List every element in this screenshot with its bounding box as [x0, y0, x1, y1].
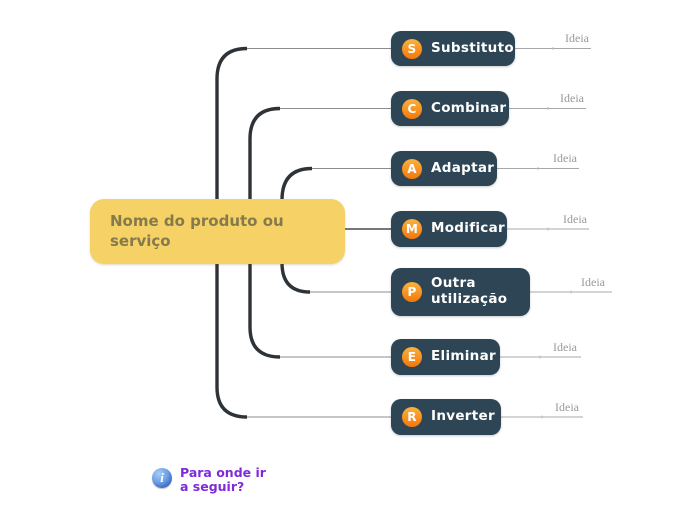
info-icon[interactable]: i	[152, 468, 172, 488]
idea-placeholder-substituto[interactable]: Ideia	[565, 31, 589, 45]
central-node[interactable]: Nome do produto ou serviço	[90, 199, 345, 264]
node-outra-utilizacao[interactable]: P Outra utilização	[391, 268, 530, 316]
badge-a-icon: A	[402, 158, 422, 179]
node-label: Eliminar	[431, 348, 496, 365]
connector-trunk-outra	[280, 262, 311, 294]
node-label: Combinar	[431, 99, 507, 116]
connector-trunk-eliminar	[248, 263, 281, 359]
node-inverter[interactable]: R Inverter	[391, 399, 501, 435]
connector-trunk-adaptar	[280, 166, 313, 201]
node-label: Inverter	[431, 408, 495, 425]
node-eliminar[interactable]: E Eliminar	[391, 339, 500, 375]
idea-placeholder-eliminar[interactable]: Ideia	[553, 339, 577, 354]
idea-placeholder-adaptar[interactable]: Ideia	[553, 151, 577, 165]
node-label: Modificar	[431, 220, 505, 237]
idea-placeholder-modificar[interactable]: Ideia	[563, 211, 587, 226]
badge-r-icon: R	[402, 407, 422, 427]
node-label: Adaptar	[431, 159, 495, 176]
idea-placeholder-combinar[interactable]: Ideia	[560, 91, 584, 105]
badge-p-icon: P	[402, 282, 422, 302]
badge-m-icon: M	[402, 219, 422, 239]
badge-c-icon: C	[402, 98, 422, 119]
node-label: Substituto	[431, 39, 514, 56]
connector-trunk-inverter	[215, 263, 248, 419]
node-substituto[interactable]: S Substituto	[391, 31, 515, 66]
node-modificar[interactable]: M Modificar	[391, 211, 507, 247]
node-combinar[interactable]: C Combinar	[391, 91, 509, 126]
central-node-label: Nome do produto ou serviço	[110, 212, 284, 250]
badge-s-icon: S	[402, 38, 422, 59]
idea-placeholder-outra[interactable]: Ideia	[581, 274, 605, 289]
connector-trunk-substituto	[215, 46, 248, 200]
node-adaptar[interactable]: A Adaptar	[391, 151, 497, 186]
footnote: i Para onde ir a seguir?	[152, 466, 266, 494]
connector-trunk-combinar	[248, 106, 281, 200]
footnote-link[interactable]: Para onde ir a seguir?	[180, 465, 266, 494]
badge-e-icon: E	[402, 347, 422, 367]
idea-placeholder-inverter[interactable]: Ideia	[555, 399, 579, 414]
node-label: Outra utilização	[431, 275, 508, 307]
